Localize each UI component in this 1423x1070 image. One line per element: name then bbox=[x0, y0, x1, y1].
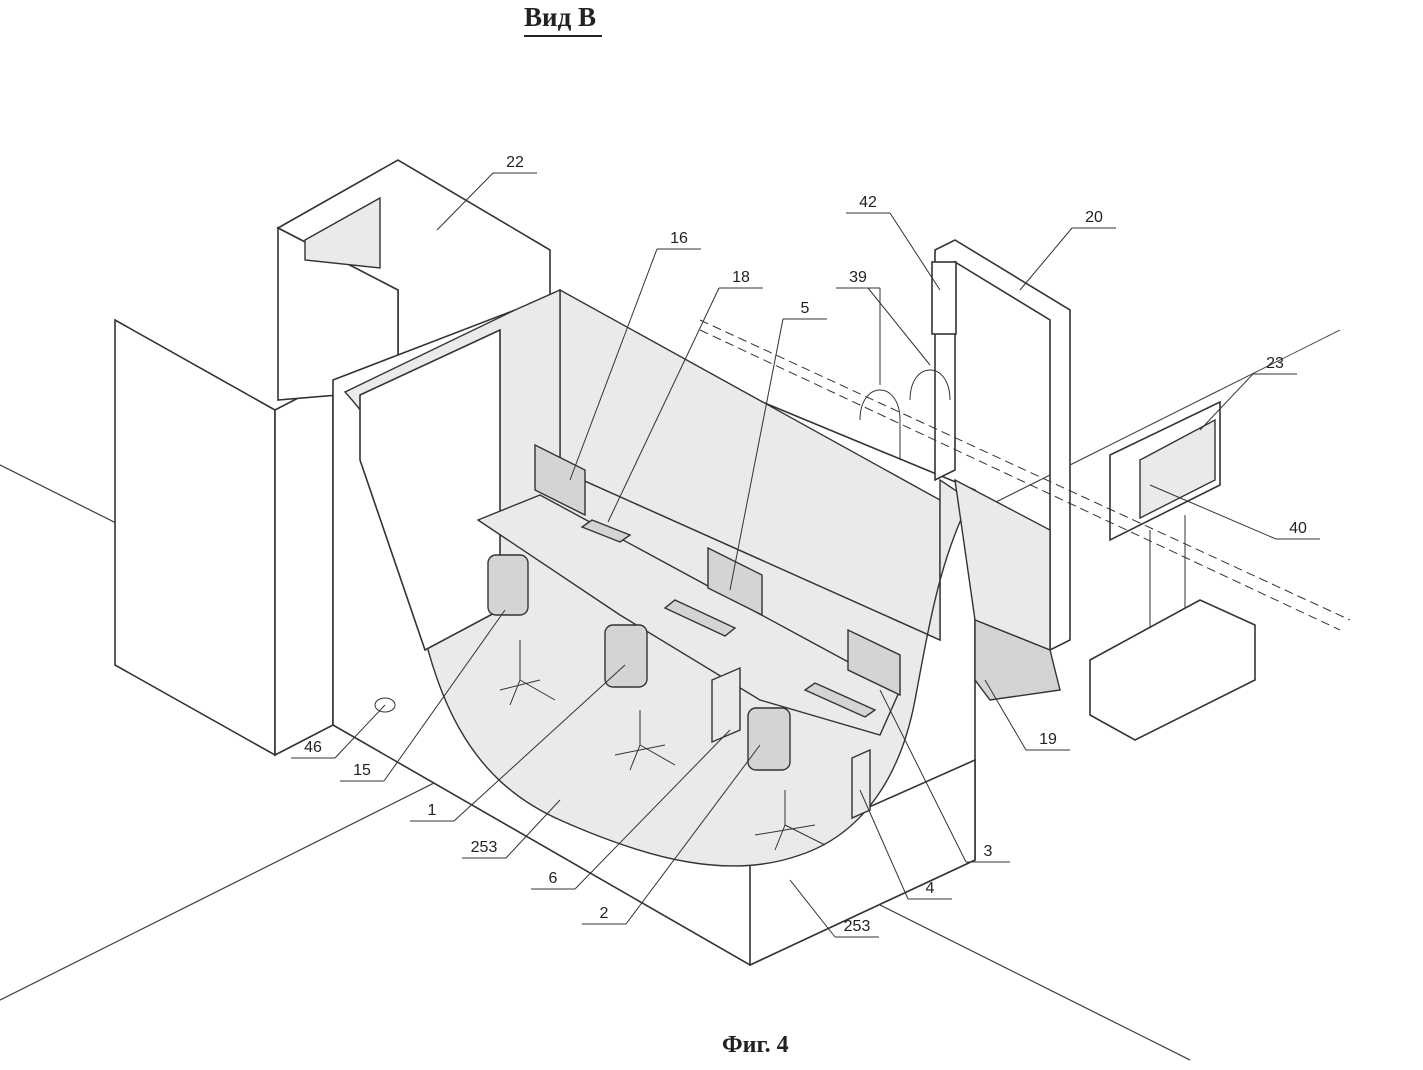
callout-number: 39 bbox=[849, 269, 867, 286]
left-partition-wall bbox=[115, 320, 275, 755]
partition-edge bbox=[275, 380, 333, 755]
callout-number: 253 bbox=[844, 918, 871, 935]
gate-sign-42 bbox=[932, 262, 956, 334]
display-stand-23 bbox=[1090, 402, 1255, 740]
callout-20: 20 bbox=[1020, 209, 1116, 290]
callout-number: 22 bbox=[506, 154, 524, 171]
leader-line bbox=[1200, 374, 1253, 430]
callout-number: 40 bbox=[1289, 520, 1307, 537]
callout-number: 19 bbox=[1039, 731, 1057, 748]
callout-number: 1 bbox=[428, 802, 437, 819]
callout-number: 2 bbox=[600, 905, 609, 922]
callout-number: 6 bbox=[549, 870, 558, 887]
callout-39: 39 bbox=[836, 269, 930, 385]
callout-number: 46 bbox=[304, 739, 322, 756]
callout-number: 4 bbox=[926, 880, 935, 897]
callout-number: 18 bbox=[732, 269, 750, 286]
callout-number: 42 bbox=[859, 194, 877, 211]
callout-number: 5 bbox=[801, 300, 810, 317]
callout-number: 15 bbox=[353, 762, 371, 779]
callout-number: 20 bbox=[1085, 209, 1103, 226]
leader-line bbox=[890, 213, 940, 290]
callout-number: 3 bbox=[984, 843, 993, 860]
figure-caption: Фиг. 4 bbox=[722, 1030, 789, 1060]
callout-number: 23 bbox=[1266, 355, 1284, 372]
leader-line bbox=[1150, 485, 1276, 539]
leader-line bbox=[1020, 228, 1072, 290]
system-unit-6 bbox=[712, 668, 740, 742]
leader-line bbox=[868, 288, 930, 365]
callout-number: 16 bbox=[670, 230, 688, 247]
callout-number: 253 bbox=[471, 839, 498, 856]
